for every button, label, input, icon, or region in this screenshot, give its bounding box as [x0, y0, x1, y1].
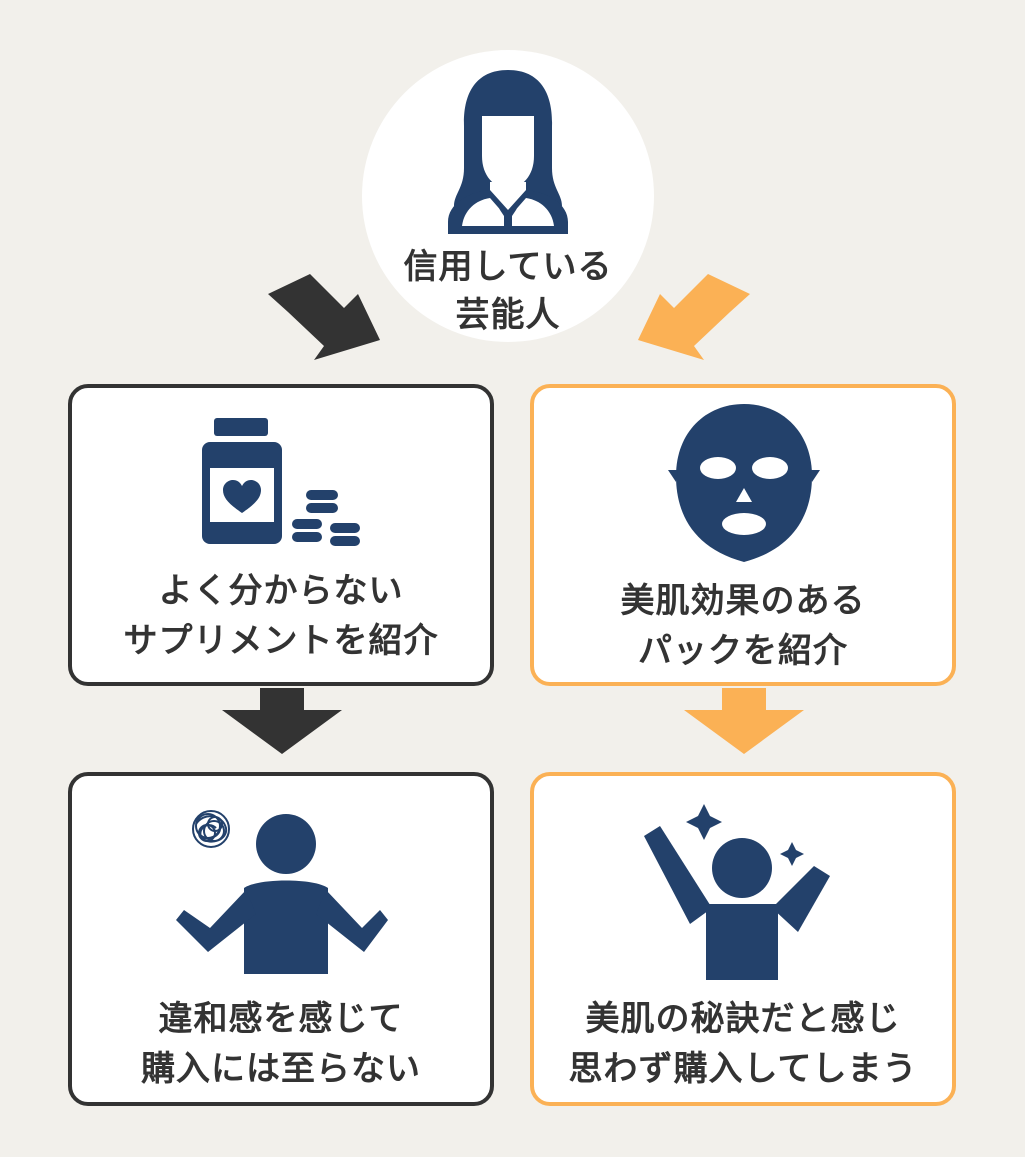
left-step1-label-line-1: よく分からない	[158, 571, 404, 611]
arrow-down-right-dark-icon	[268, 274, 380, 360]
supplement-bottle-icon	[202, 418, 360, 546]
left-step2-label-line-1: 違和感を感じて	[158, 999, 404, 1039]
confused-shrug-person-icon	[176, 814, 388, 974]
right-step1-label-line-1: 美肌効果のある	[620, 581, 866, 621]
right-step2-label-line-1: 美肌の秘訣だと感じ	[585, 999, 901, 1039]
cheering-person-icon	[644, 804, 830, 980]
arrow-down-orange-icon	[684, 688, 804, 754]
right-step2-label: 美肌の秘訣だと感じ 思わず購入してしまう	[530, 994, 956, 1094]
left-step2-label-line-2: 購入には至らない	[141, 1049, 421, 1089]
left-step1-label: よく分からない サプリメントを紹介	[68, 566, 494, 666]
right-step1-label-line-2: パックを紹介	[638, 631, 848, 671]
arrow-down-dark-icon	[222, 688, 342, 754]
left-step2-label: 違和感を感じて 購入には至らない	[68, 994, 494, 1094]
celebrity-label-line-2: 芸能人	[455, 295, 561, 335]
woman-avatar-icon	[448, 70, 568, 234]
celebrity-label: 信用している 芸能人	[362, 243, 654, 339]
tangled-scribble-icon	[192, 810, 230, 848]
arrow-down-left-orange-icon	[638, 274, 750, 360]
celebrity-label-line-1: 信用している	[403, 247, 613, 287]
left-step1-label-line-2: サプリメントを紹介	[123, 621, 439, 661]
face-mask-icon	[668, 404, 820, 562]
right-step1-label: 美肌効果のある パックを紹介	[530, 576, 956, 676]
right-step2-label-line-2: 思わず購入してしまう	[568, 1049, 918, 1089]
